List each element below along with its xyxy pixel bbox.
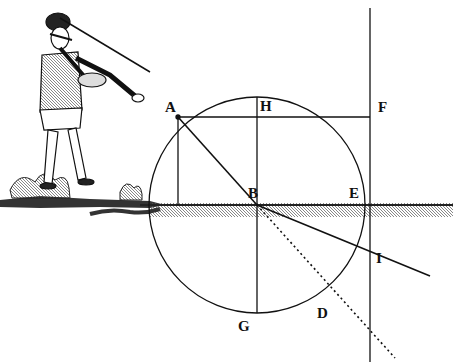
- line-fe: [369, 8, 370, 362]
- point-label: A: [165, 100, 176, 115]
- point-label: E: [349, 186, 359, 201]
- bush: [10, 174, 70, 198]
- point-label: B: [248, 186, 258, 201]
- line-af: [178, 116, 370, 117]
- point-label: I: [376, 251, 382, 266]
- water-line: [140, 204, 453, 206]
- perpendicular-a: [177, 117, 178, 205]
- bush: [120, 184, 142, 200]
- straight-continuation: [257, 205, 395, 358]
- violinist: [40, 13, 150, 189]
- point-label: H: [260, 99, 272, 114]
- point-label: G: [238, 319, 250, 334]
- point-label: D: [317, 306, 328, 321]
- point-label: F: [378, 100, 387, 115]
- refracted-ray: [257, 205, 430, 276]
- geometry: [149, 8, 430, 362]
- incident-ray: [178, 117, 257, 205]
- point: [176, 115, 180, 119]
